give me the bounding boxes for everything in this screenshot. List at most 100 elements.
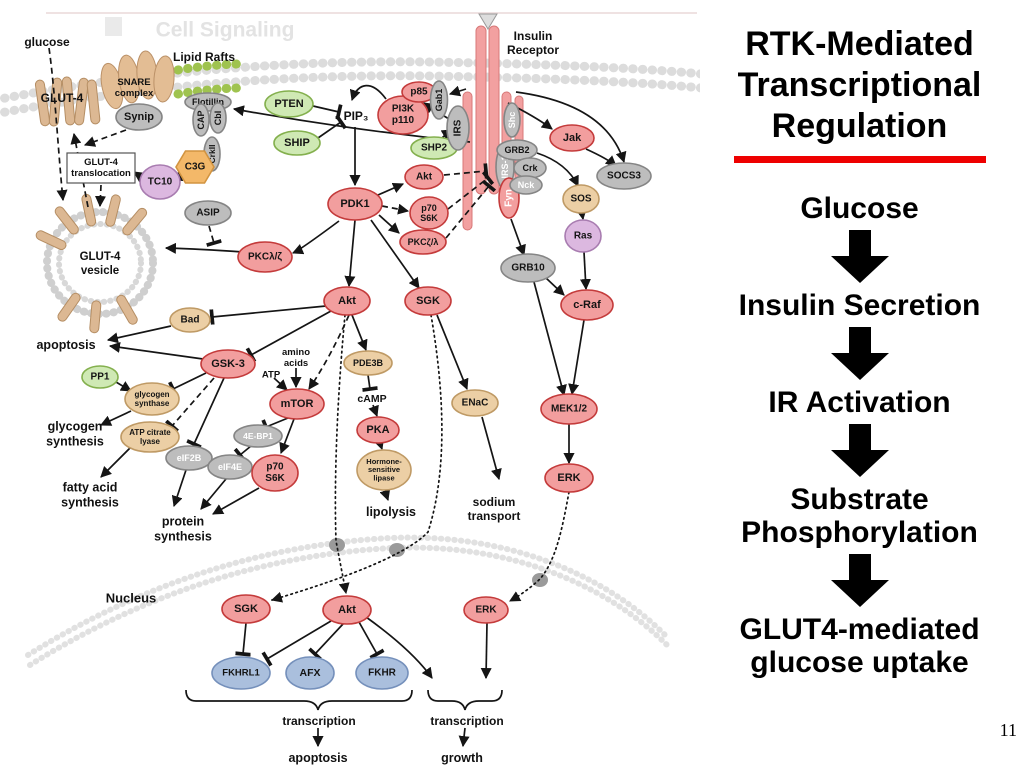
edge-asip-tee — [206, 225, 222, 247]
edge-receptor-gab1 — [448, 85, 467, 97]
node-label: Fyn — [504, 189, 515, 207]
label-text: transcription — [430, 714, 503, 728]
flow-step-5: GLUT4-mediated glucose uptake — [739, 613, 980, 679]
edge-mtor-4ebp1 — [261, 417, 289, 435]
node-eif2b: eIF2B — [165, 445, 213, 471]
node-afx: AFX — [285, 656, 335, 690]
node-label: p85 — [410, 87, 428, 98]
node-pkc-lz: PKCλ/ζ — [237, 241, 293, 273]
node-label: CAP — [196, 110, 206, 129]
node-label: C3G — [185, 162, 206, 173]
edge-gsk3-apoptosis — [108, 341, 204, 360]
label-text: ATP — [262, 370, 281, 381]
edge-glysyn-out — [99, 410, 132, 426]
lipid-raft-icon — [173, 59, 243, 99]
node-label: Ras — [574, 231, 593, 242]
edge-transcription-growth — [458, 727, 470, 748]
node-label: GSK-3 — [211, 358, 245, 370]
flow-down-arrow-icon — [830, 424, 889, 478]
edge-eif4e-out — [200, 478, 227, 510]
node-erk-upper: ERK — [544, 463, 594, 493]
node-eif4e: eIF4E — [207, 454, 253, 480]
edge-camp-pka — [368, 404, 379, 418]
edge-brace-right — [427, 689, 503, 711]
edge-enac-sodium — [481, 416, 502, 481]
node-label: AFX — [300, 667, 321, 679]
node-label: Bad — [181, 315, 200, 326]
label-transcription-right: transcription — [430, 714, 503, 728]
nuclear-pore-icon — [389, 543, 405, 557]
edge-eif2b-out — [171, 469, 187, 508]
node-label: Nck — [518, 180, 536, 190]
node-4e-bp1: 4E-BP1 — [233, 424, 283, 448]
label-text: lipolysis — [366, 505, 416, 519]
node-label: ERK — [475, 605, 497, 616]
edge-jak-socs3 — [585, 148, 617, 167]
node-pp1: PP1 — [81, 365, 119, 389]
flow-step-1: Glucose — [800, 192, 919, 225]
label-text: Cell Signaling — [156, 19, 295, 42]
edge-vesicle-to-membrane — [70, 132, 89, 208]
node-c3g: C3G — [175, 150, 215, 184]
node-asip: ASIP — [184, 200, 232, 226]
edge-gsk3-eif2b — [186, 377, 225, 449]
flow-step-3: IR Activation — [768, 386, 951, 419]
node-label: Akt — [338, 295, 356, 307]
node-mek12: MEK1/2 — [540, 393, 598, 425]
flow-step-2: Insulin Secretion — [738, 289, 981, 322]
edge-pdk1-sgk — [370, 219, 420, 289]
node-label: eIF4E — [218, 462, 242, 472]
label-lipolysis: lipolysis — [366, 505, 416, 519]
label-text: Nucleus — [106, 591, 157, 606]
edge-pi3k-pip3 — [349, 84, 387, 102]
edge-sos-ras — [575, 208, 587, 221]
edge-receptor-socs3 — [515, 91, 627, 164]
slide-title-line-2: Transcriptional — [737, 66, 982, 104]
label-transcription-left: transcription — [282, 714, 355, 728]
edge-box-to-vesicle — [94, 184, 106, 208]
slide-title: RTK-Mediated Transcriptional Regulation — [695, 24, 1024, 147]
node-enac: ENaC — [451, 389, 499, 417]
edge-aktn-fkhrl1 — [261, 620, 332, 667]
edge-glucose-in — [48, 47, 68, 202]
label-apoptosis-left: apoptosis — [36, 338, 95, 352]
node-socs3: SOCS3 — [596, 162, 652, 190]
node-label: Shc — [507, 112, 517, 129]
label-glut4-membrane: GLUT-4 — [41, 91, 84, 105]
node-label: PTEN — [274, 98, 303, 110]
flow-down-arrow-icon — [830, 230, 889, 284]
watermark-logo-icon — [105, 17, 122, 36]
edge-layer — [48, 47, 627, 748]
node-label: CrkII — [207, 145, 217, 164]
node-label: mTOR — [281, 398, 314, 410]
node-grb2: GRB2 — [496, 139, 538, 161]
node-label: PDK1 — [340, 198, 369, 210]
node-label: GRB2 — [504, 145, 529, 155]
label-growth: growth — [441, 751, 483, 765]
edge-atp-mtor — [273, 377, 288, 391]
title-underline — [733, 156, 986, 163]
edge-grb10-craf — [545, 277, 565, 296]
node-label: Flotillin — [192, 97, 224, 107]
edge-gsk3-glysyn — [168, 372, 207, 397]
edge-atpcl-out — [100, 447, 131, 478]
node-akt-nuc: Akt — [322, 595, 372, 625]
node-label: ERK — [557, 472, 580, 484]
edge-aktn-fkhr — [358, 621, 385, 660]
flow-step-4: Substrate Phosphorylation — [741, 483, 978, 549]
node-label: PKCζ/λ — [408, 237, 439, 247]
